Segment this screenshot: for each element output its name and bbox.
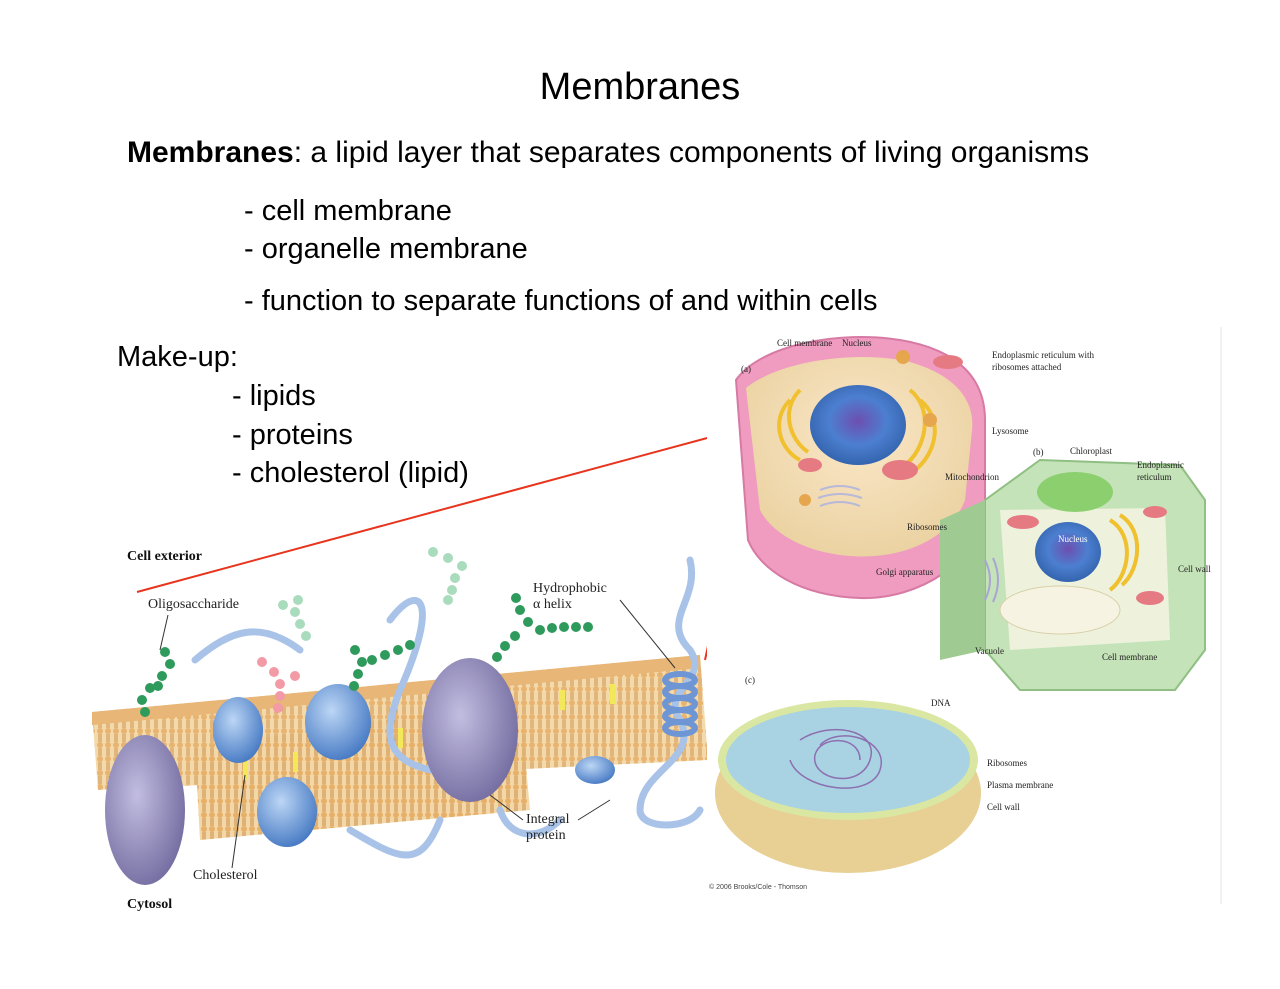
label-panel-c: (c): [745, 675, 755, 685]
label-panel-b: (b): [1033, 447, 1044, 457]
label-er-ribosomes-1: Endoplasmic reticulum with: [992, 350, 1094, 360]
label-cell-wall-c: Cell wall: [987, 802, 1020, 812]
bullet-cell-membrane: - cell membrane: [244, 195, 452, 227]
label-ribosomes-a: Ribosomes: [907, 522, 948, 532]
label-plasma-membrane: Plasma membrane: [987, 780, 1054, 790]
label-cell-wall-b: Cell wall: [1178, 564, 1211, 574]
label-mitochondrion: Mitochondrion: [945, 472, 999, 482]
label-er-b-2: reticulum: [1137, 472, 1172, 482]
label-hydrophobic-2: α helix: [533, 597, 572, 612]
label-vacuole: Vacuole: [975, 646, 1004, 656]
label-cell-membrane-a: Cell membrane: [777, 338, 833, 348]
zoom-callout: [136, 431, 749, 661]
definition: Membranes: a lipid layer that separates …: [127, 136, 1089, 170]
label-hydrophobic-1: Hydrophobic: [533, 581, 607, 596]
label-er-b-1: Endoplasmic: [1137, 460, 1184, 470]
label-dna: DNA: [931, 698, 951, 708]
definition-text: : a lipid layer that separates component…: [293, 136, 1090, 169]
label-golgi: Golgi apparatus: [876, 567, 934, 577]
label-panel-a: (a): [741, 364, 751, 374]
label-er-ribosomes-2: ribosomes attached: [992, 362, 1062, 372]
label-chloroplast: Chloroplast: [1070, 446, 1112, 456]
membrane-illustration: [92, 547, 708, 885]
label-nucleus-b: Nucleus: [1058, 534, 1088, 544]
page-title: Membranes: [539, 66, 741, 108]
bullet-organelle-membrane: - organelle membrane: [244, 233, 528, 265]
definition-term: Membranes: [127, 136, 294, 169]
makeup-cholesterol: - cholesterol (lipid): [232, 457, 469, 489]
bullet-function: - function to separate functions of and …: [244, 285, 878, 317]
copyright: © 2006 Brooks/Cole - Thomson: [709, 884, 808, 891]
makeup-lipids: - lipids: [232, 380, 316, 412]
label-integral-1: Integral: [526, 812, 570, 827]
label-cell-exterior: Cell exterior: [127, 549, 203, 564]
label-nucleus-a: Nucleus: [842, 338, 872, 348]
label-oligosaccharide: Oligosaccharide: [148, 597, 239, 612]
label-cytosol: Cytosol: [127, 897, 173, 912]
label-ribosomes-c: Ribosomes: [987, 758, 1028, 768]
label-cell-membrane-b: Cell membrane: [1102, 652, 1158, 662]
makeup-heading: Make-up:: [117, 341, 238, 373]
makeup-proteins: - proteins: [232, 419, 353, 451]
label-integral-2: protein: [526, 828, 566, 843]
cell-illustration: [707, 327, 1222, 904]
label-lysosome: Lysosome: [992, 426, 1029, 436]
label-cholesterol: Cholesterol: [193, 868, 258, 883]
